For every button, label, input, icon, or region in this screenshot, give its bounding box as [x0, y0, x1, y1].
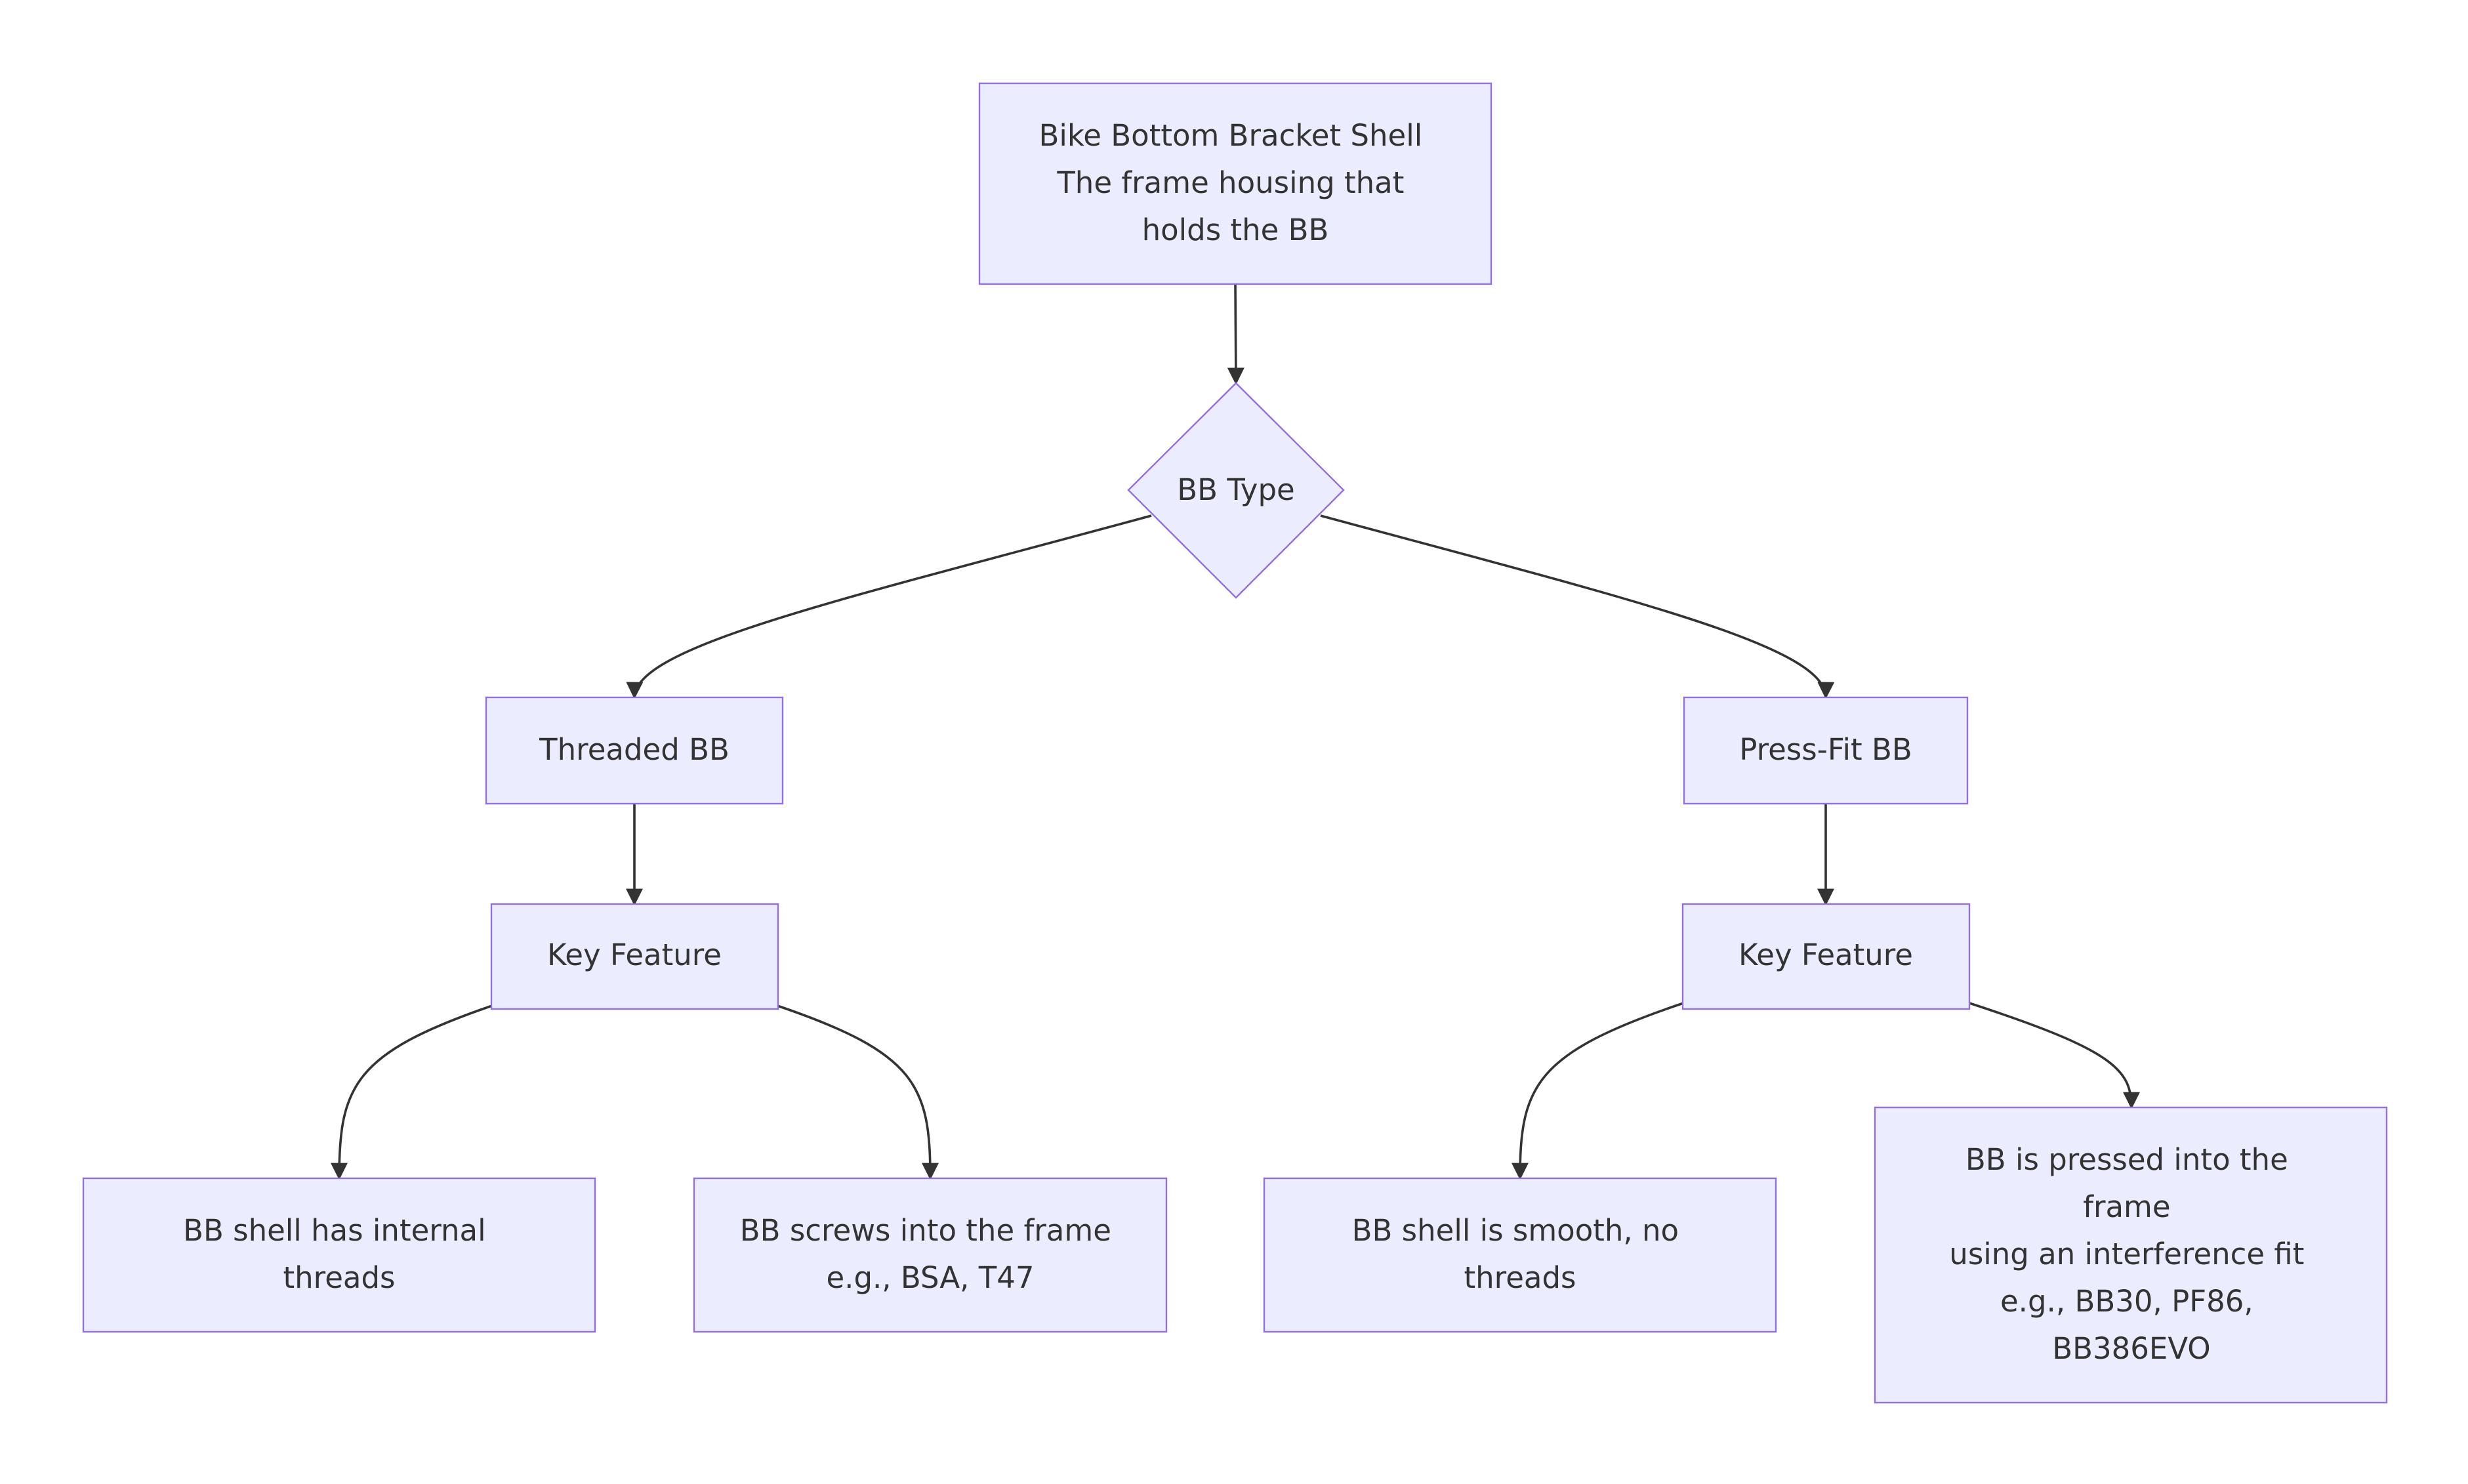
node-press-fit-bb: Press-Fit BB	[1683, 696, 1969, 805]
edge-shell-to-bb-type	[1227, 283, 1244, 385]
node-bike-bottom-bracket-shell: Bike Bottom Bracket Shell The frame hous…	[978, 82, 1492, 285]
node-label: Bike Bottom Bracket Shell The frame hous…	[1039, 118, 1431, 247]
node-label: BB shell is smooth, no threads	[1352, 1213, 1689, 1295]
node-threaded-key-feature: Key Feature	[490, 903, 779, 1010]
edges	[331, 283, 2140, 1180]
edge-bb-type-to-threaded	[626, 514, 1152, 699]
edge-press-fit-key-to-smooth	[1512, 1002, 1684, 1180]
node-bb-shell-has-internal-threads: BB shell has internal threads	[82, 1177, 596, 1333]
node-label: BB shell has internal threads	[183, 1213, 495, 1295]
node-label: BB screws into the frame e.g., BSA, T47	[740, 1213, 1121, 1295]
node-label: Key Feature	[547, 938, 722, 972]
edge-press-fit-key-to-pressed	[1969, 1002, 2140, 1109]
node-bb-is-pressed-into-frame: BB is pressed into the frame using an in…	[1874, 1106, 2388, 1404]
decision-label: BB Type	[1177, 472, 1294, 507]
node-label: Key Feature	[1738, 938, 1913, 972]
node-press-fit-key-feature: Key Feature	[1681, 903, 1971, 1010]
node-label: BB is pressed into the frame using an in…	[1949, 1142, 2313, 1366]
node-bb-shell-is-smooth: BB shell is smooth, no threads	[1263, 1177, 1777, 1333]
edge-threaded-key-to-screws	[777, 1004, 939, 1180]
edge-bb-type-to-press-fit	[1320, 514, 1835, 699]
node-bb-screws-into-frame: BB screws into the frame e.g., BSA, T47	[693, 1177, 1168, 1333]
edge-threaded-key-to-internal	[331, 1004, 493, 1180]
decision-bb-type: BB Type	[1127, 382, 1345, 599]
node-label: Threaded BB	[539, 732, 730, 767]
node-label: Press-Fit BB	[1739, 732, 1912, 767]
node-threaded-bb: Threaded BB	[485, 696, 784, 805]
